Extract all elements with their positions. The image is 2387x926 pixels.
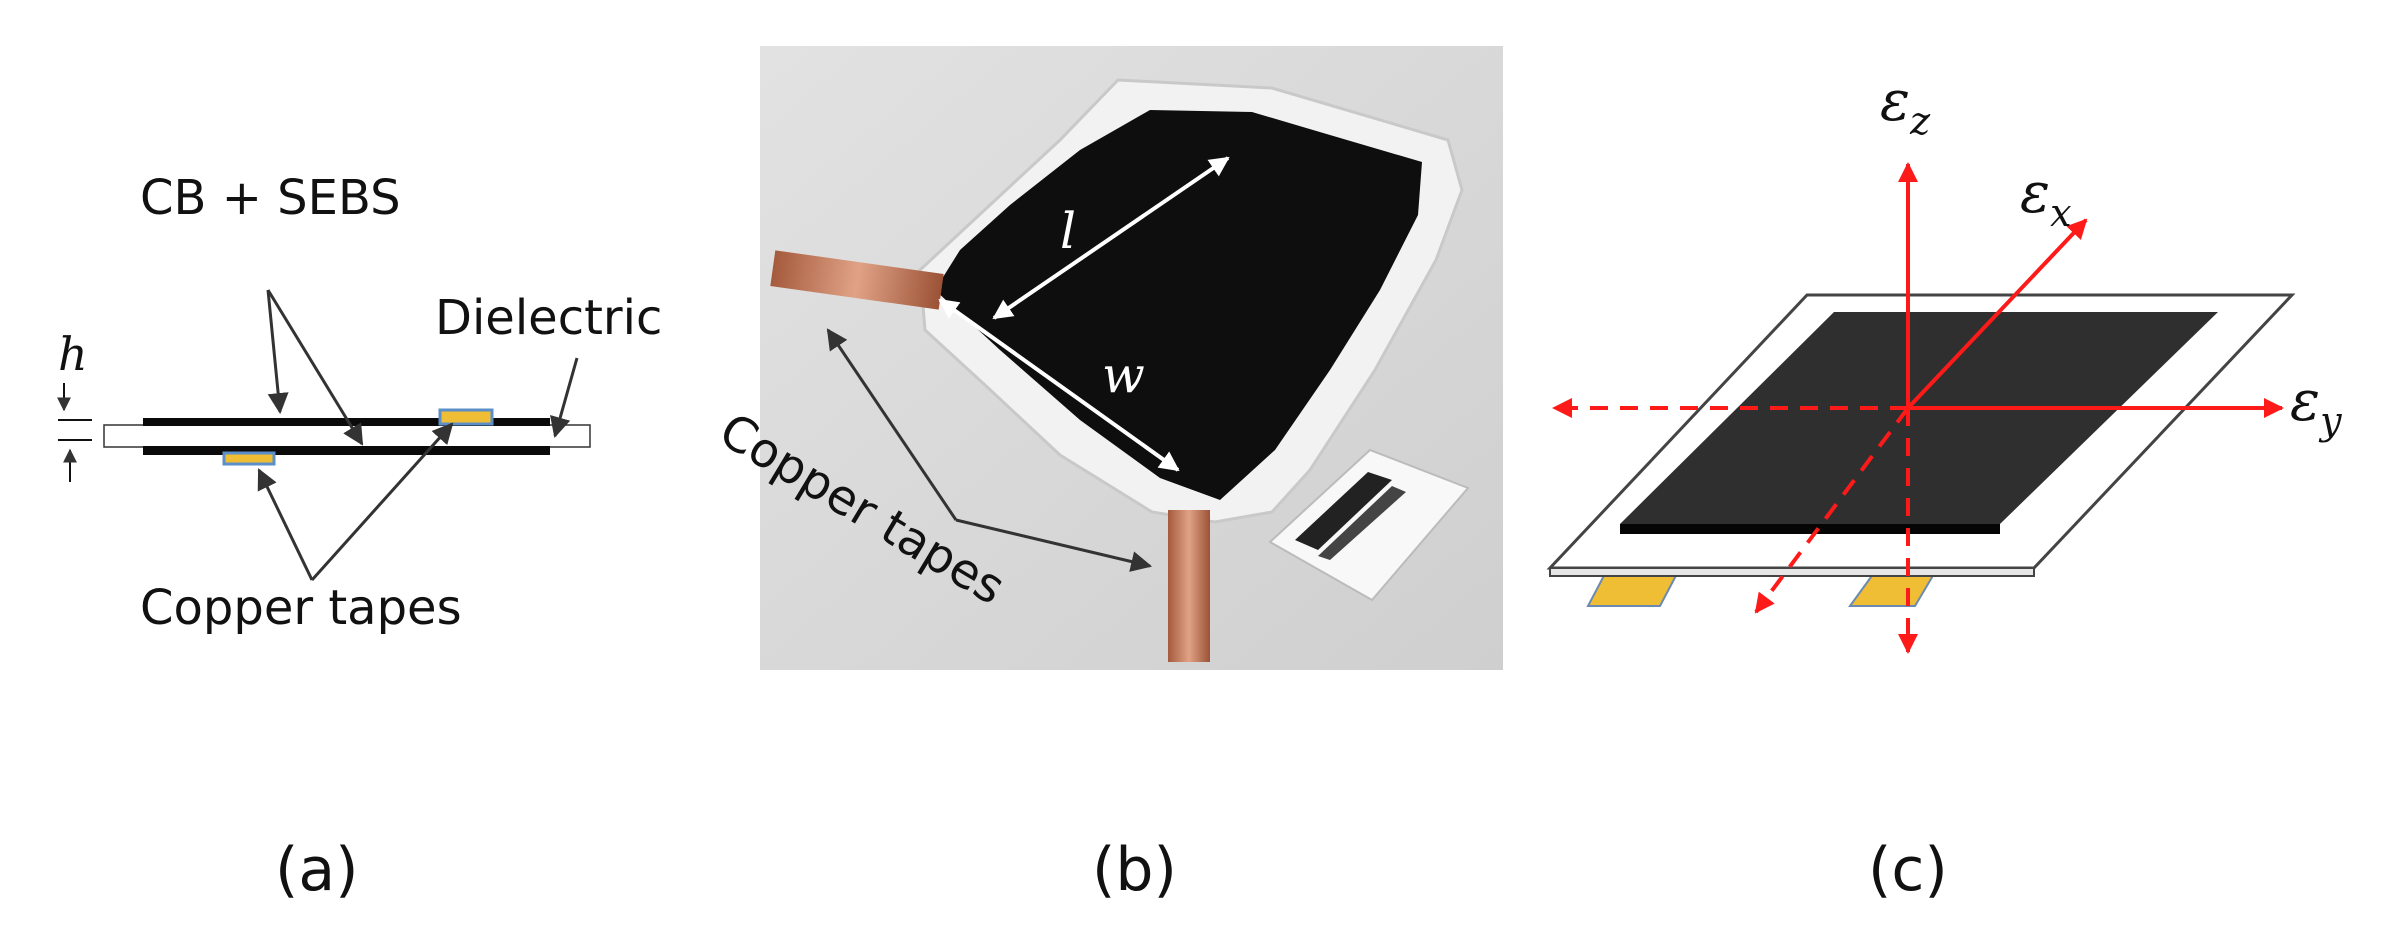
top-electrode — [143, 418, 550, 426]
caption-a: (a) — [275, 835, 359, 905]
panel-a: CB + SEBS Dielectric h Copper tapes (a) — [57, 170, 662, 905]
copper-tape-bottom — [222, 451, 276, 466]
dielectric-arrow — [550, 357, 579, 439]
l-label: l — [1060, 202, 1076, 260]
copper-arrow-1 — [257, 468, 314, 581]
cb-sebs-label: CB + SEBS — [140, 170, 401, 226]
w-dimension-arrow — [938, 298, 1180, 472]
epsilon-y-label: εy — [2290, 369, 2342, 443]
panel-c: εz εx εy (c) — [1546, 69, 2342, 905]
l-dimension-arrow — [992, 156, 1230, 320]
copper-tape-bottom — [1168, 510, 1210, 662]
electrode-top — [1620, 312, 2218, 524]
ruler-card — [1268, 448, 1470, 602]
axis-x-forward — [1906, 218, 2088, 410]
copper-pointer-left — [826, 328, 958, 521]
w-label: w — [1102, 346, 1145, 404]
substrate-edge — [1549, 567, 2035, 577]
dielectric-layer — [103, 424, 591, 448]
bottom-electrode — [143, 446, 550, 455]
copper-tape-left — [770, 250, 944, 310]
copper-tapes-label: Copper tapes — [140, 580, 462, 636]
copper-tape-top — [438, 408, 494, 426]
copper-arrow-2 — [310, 422, 454, 582]
caption-b: (b) — [1092, 835, 1177, 905]
electrode-edge — [1620, 524, 2000, 534]
epsilon-z-label: εz — [1880, 69, 1931, 143]
dielectric-label: Dielectric — [435, 290, 662, 346]
epsilon-x-label: εx — [2020, 161, 2072, 235]
cb-sebs-arrow-2 — [266, 289, 364, 446]
h-label: h — [58, 327, 88, 381]
cb-sebs-arrow-1 — [266, 289, 289, 415]
panel-b: l w Copper tapes (b) — [710, 46, 1503, 905]
caption-c: (c) — [1868, 835, 1948, 905]
axis-x-back — [1754, 406, 1910, 614]
copper-pointer-bottom — [955, 518, 1153, 572]
